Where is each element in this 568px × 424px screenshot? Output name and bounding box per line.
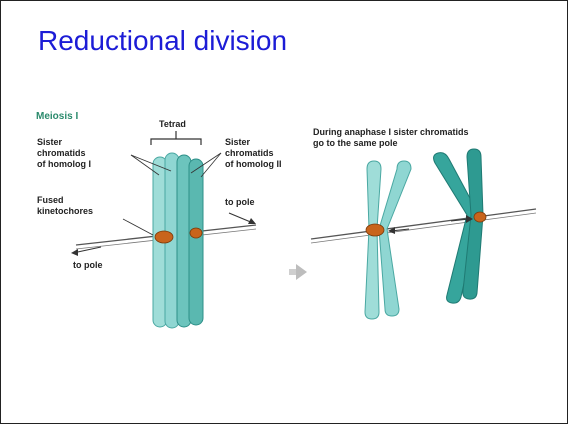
panel-title-meiosis-1: Meiosis I [36, 111, 78, 122]
chromatid-1a-anaphase [365, 161, 381, 319]
spindle-fiber-right [311, 209, 536, 239]
transition-arrow [289, 264, 307, 280]
homolog-2-anaphase [434, 149, 486, 303]
pointer-homolog-2-b [201, 153, 221, 177]
chromatid-homolog-2-b [189, 159, 203, 325]
chromatid-1b-anaphase [379, 161, 411, 316]
label-sister-chromatids-homolog-1: Sister chromatids of homolog I [37, 137, 91, 170]
kinetochore-anaphase-right [474, 212, 486, 222]
label-tetrad: Tetrad [159, 119, 186, 130]
meiosis-figure: Meiosis I Tetrad Sister chromatids of ho… [31, 97, 541, 347]
label-sister-chromatids-homolog-2: Sister chromatids of homolog II [225, 137, 282, 170]
label-to-pole-right: to pole [225, 197, 255, 208]
homolog-1-anaphase [365, 161, 411, 319]
label-to-pole-left: to pole [73, 260, 103, 271]
anaphase-graphic [311, 149, 536, 319]
label-fused-kinetochores: Fused kinetochores [37, 195, 93, 217]
arrowhead-left [71, 249, 78, 256]
kinetochore-anaphase-left [366, 224, 384, 236]
slide-title: Reductional division [38, 25, 287, 57]
kinetochore-left [155, 231, 173, 243]
kinetochore-right [190, 228, 202, 238]
label-anaphase-caption: During anaphase I sister chromatids go t… [313, 127, 469, 149]
spindle-fiber-right-2 [311, 213, 536, 243]
tetrad-bracket [151, 139, 201, 145]
pointer-kinetochore [123, 219, 153, 235]
